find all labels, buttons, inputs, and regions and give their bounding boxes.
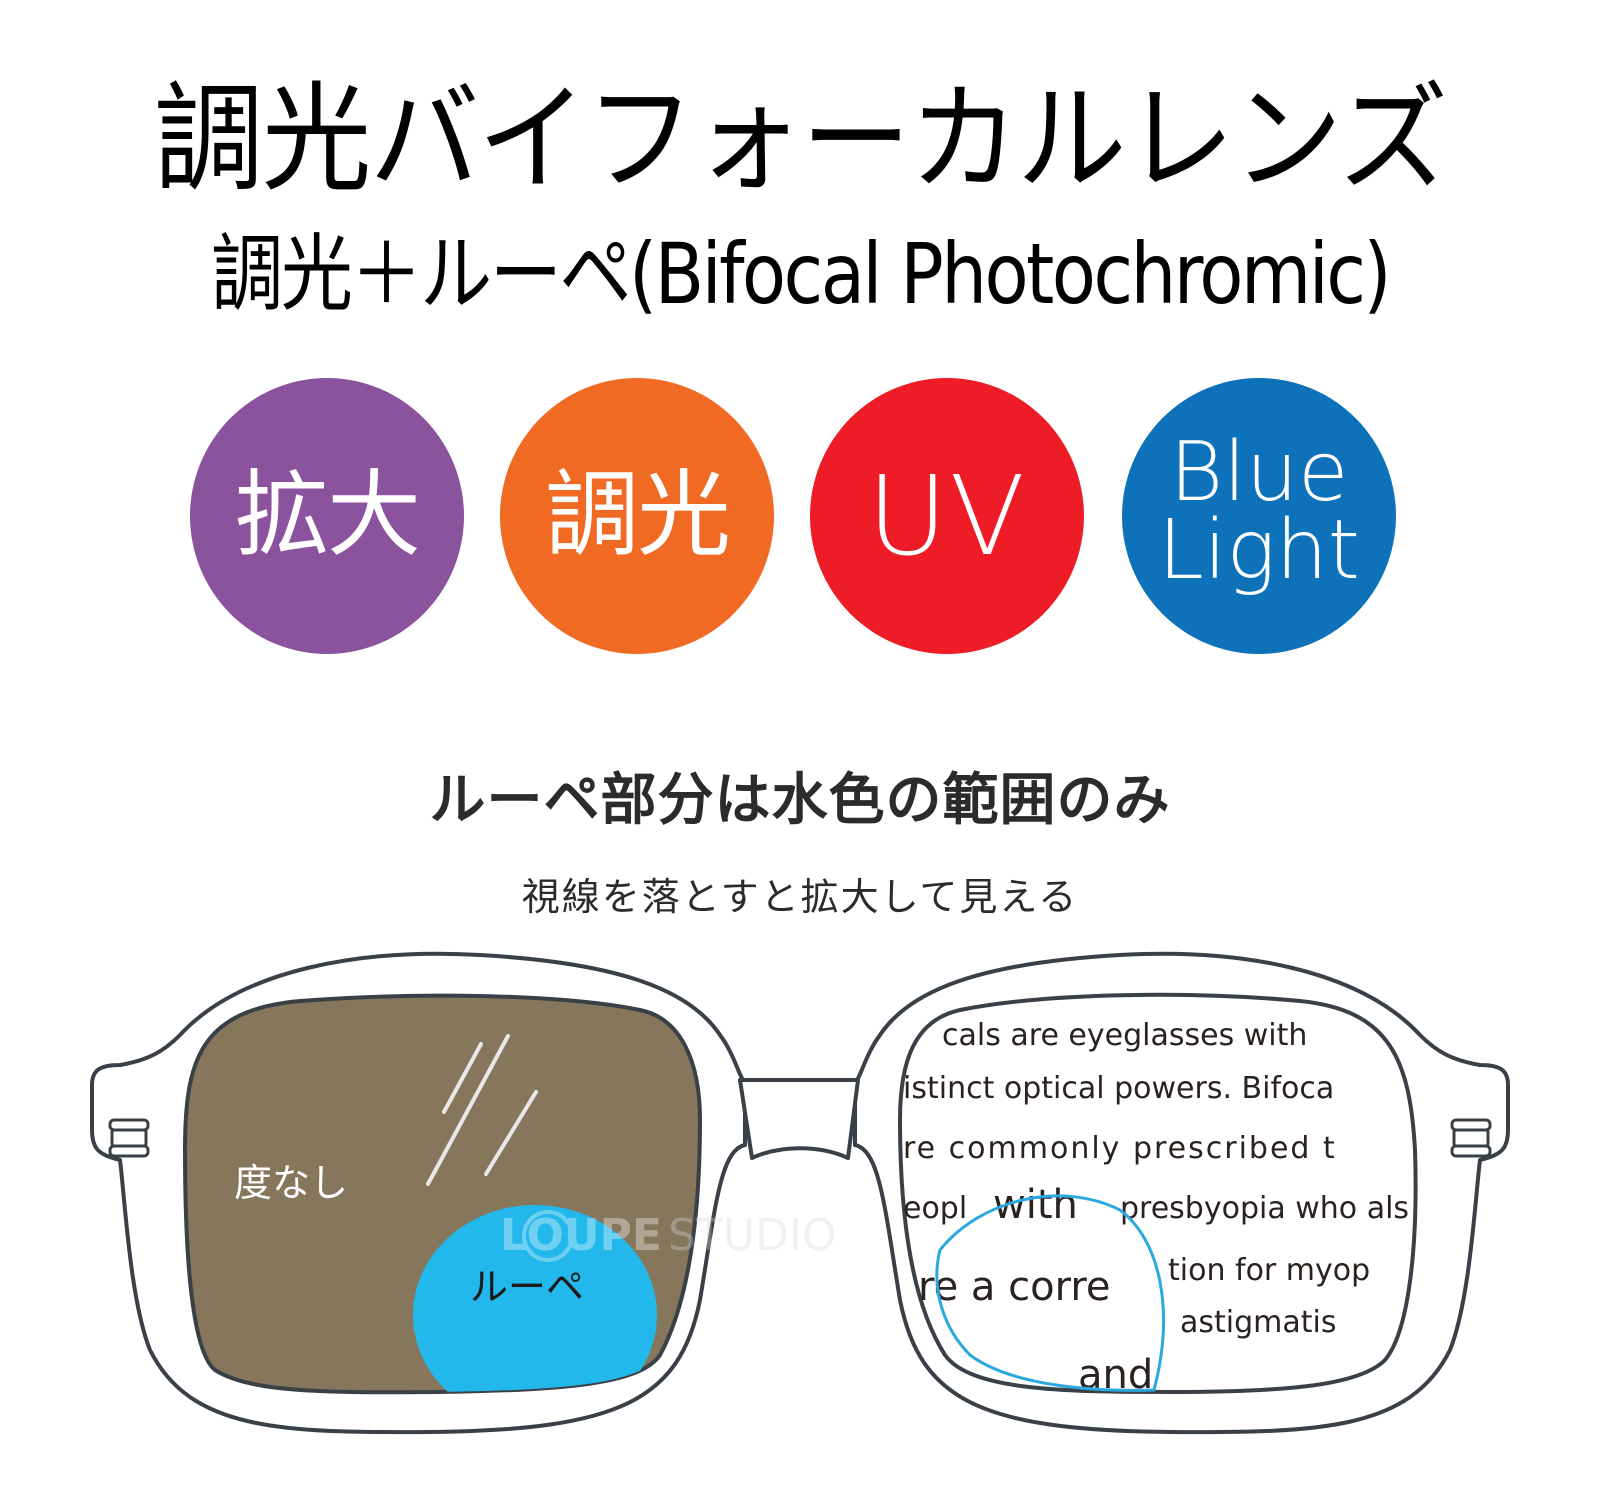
feature-badges: 拡大 調光 UV Blue Light — [0, 378, 1600, 654]
left-hinge-icon — [108, 1118, 150, 1158]
lens-text-line: eopl — [903, 1191, 967, 1226]
badge-blue-light-line1: Blue — [1169, 425, 1349, 520]
lens-text-line: re commonly prescribed t — [903, 1131, 1337, 1166]
right-lens: cals are eyeglasses with istinct optical… — [897, 992, 1418, 1398]
badge-blue-light-line2: Light — [1158, 503, 1360, 598]
badge-uv-label: UV — [867, 452, 1027, 580]
badge-magnify: 拡大 — [190, 378, 464, 654]
glasses-illustration: 度なし ルーペ cals are eyeglasses with istinct… — [0, 940, 1600, 1460]
glare-icon — [426, 1034, 538, 1186]
badge-photochromic: 調光 — [500, 378, 774, 654]
watermark-brand-light: STUDIO — [668, 1210, 837, 1261]
left-lens: 度なし ルーペ — [182, 993, 703, 1395]
watermark-brand-bold: LOUPE — [500, 1210, 662, 1261]
magnified-text: and — [1078, 1352, 1153, 1398]
loupe-area-heading: ルーペ部分は水色の範囲のみ — [429, 768, 1171, 833]
badge-uv: UV — [810, 378, 1084, 654]
loupe-zone — [413, 1205, 657, 1393]
badge-magnify-label: 拡大 — [234, 461, 421, 570]
right-hinge-icon — [1450, 1118, 1492, 1158]
lens-text-line: cals are eyeglasses with — [942, 1018, 1307, 1053]
page-title: 調光バイフォーカルレンズ — [153, 70, 1448, 208]
lens-text-line: presbyopia who als — [1120, 1191, 1409, 1226]
loupe-label: ルーペ — [470, 1265, 584, 1309]
badge-blue-light: Blue Light — [1122, 378, 1396, 654]
page-subtitle: 調光＋ルーペ(Bifocal Photochromic) — [211, 225, 1391, 323]
badge-blue-light-label: Blue Light — [1158, 432, 1360, 592]
lens-text-line: astigmatis — [1180, 1305, 1337, 1340]
lens-text-line: tion for myop — [1168, 1253, 1370, 1288]
loupe-zone-outline — [935, 1194, 1165, 1392]
magnified-text: re a corre — [918, 1264, 1111, 1310]
watermark-logo: LOUPE STUDIO — [500, 1210, 837, 1262]
no-prescription-label: 度なし — [234, 1161, 348, 1205]
badge-photochromic-label: 調光 — [544, 461, 731, 570]
loupe-area-subheading: 視線を落とすと拡大して見える — [521, 875, 1079, 919]
lens-text-line: istinct optical powers. Bifoca — [903, 1071, 1334, 1106]
